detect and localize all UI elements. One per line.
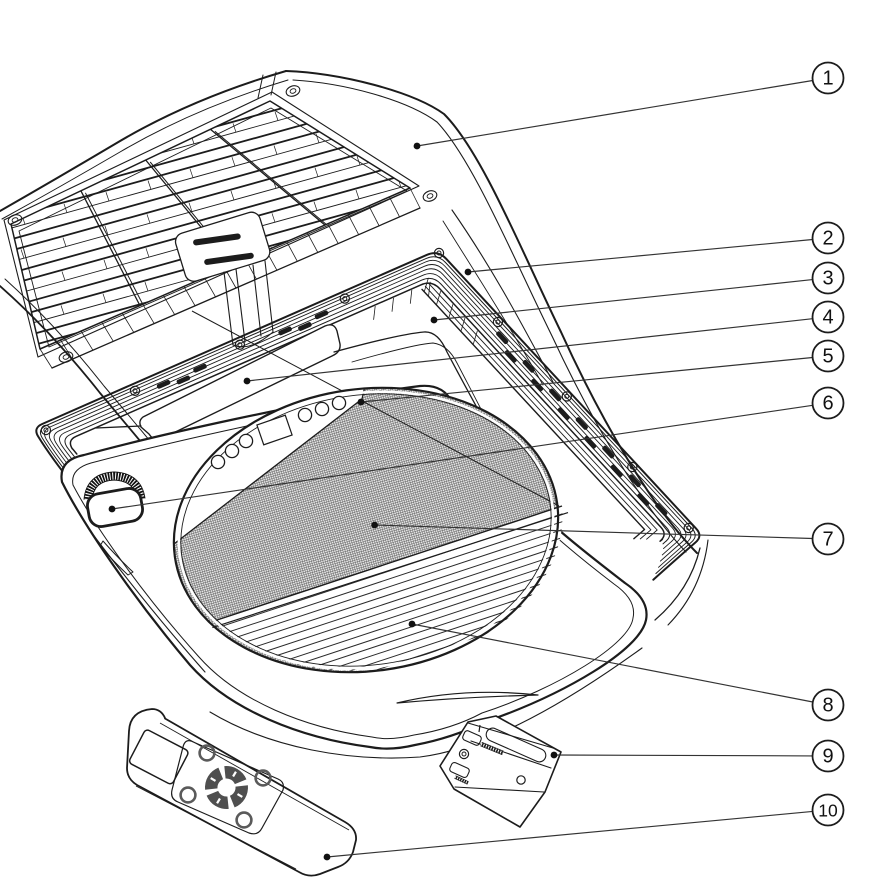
- svg-text:10: 10: [818, 801, 838, 821]
- svg-text:5: 5: [822, 346, 833, 368]
- svg-text:1: 1: [822, 68, 833, 90]
- svg-text:8: 8: [822, 695, 833, 717]
- svg-text:4: 4: [822, 307, 833, 329]
- svg-text:3: 3: [822, 268, 833, 290]
- svg-text:2: 2: [822, 228, 833, 250]
- svg-text:6: 6: [822, 393, 833, 415]
- svg-text:9: 9: [822, 746, 833, 768]
- svg-text:7: 7: [822, 529, 833, 551]
